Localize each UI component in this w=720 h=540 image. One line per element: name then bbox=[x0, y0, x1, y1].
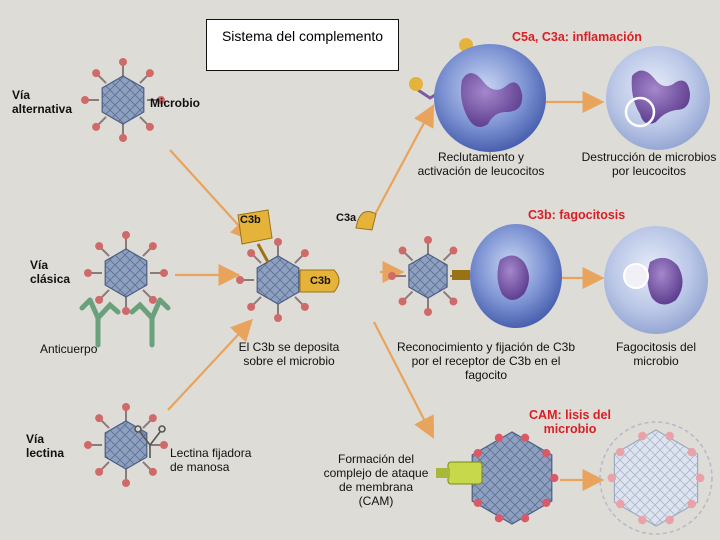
c3b-receptor bbox=[452, 270, 470, 280]
label-antibody: Anticuerpo bbox=[40, 342, 98, 356]
microbe-classical bbox=[84, 231, 168, 315]
page-title: Sistema del complemento bbox=[206, 19, 399, 71]
heading-inflammation: C5a, C3a: inflamación bbox=[512, 30, 642, 44]
c3b-fragment-bound bbox=[299, 269, 340, 293]
c3a-fragment bbox=[355, 211, 377, 231]
label-recognition: Reconocimiento y fijación de C3b por el … bbox=[396, 340, 576, 382]
phagocyte-engulfing bbox=[604, 226, 708, 334]
label-lectin-pathway: Vía lectina bbox=[26, 432, 65, 460]
tag-c3b-top: C3b bbox=[240, 214, 261, 226]
leukocyte-recruited bbox=[434, 44, 546, 152]
leukocyte-destroying bbox=[606, 46, 710, 150]
label-alternative-pathway: Vía alternativa bbox=[12, 88, 73, 116]
arrow-center-to-mac bbox=[373, 321, 435, 439]
label-recruitment: Reclutamiento y activación de leucocitos bbox=[417, 150, 545, 178]
microbe-lysed bbox=[607, 429, 705, 527]
microbe-phago-recognition bbox=[388, 236, 468, 316]
label-classical-pathway: Vía clásica bbox=[30, 258, 71, 286]
arrows bbox=[167, 91, 605, 491]
microbe-alternative bbox=[81, 58, 165, 142]
mannose-lectin bbox=[134, 425, 166, 458]
tag-c3b-bound: C3b bbox=[310, 275, 331, 287]
c3b-fragment-top bbox=[237, 209, 273, 263]
arrow-alt-to-center bbox=[169, 149, 253, 242]
arrow-center-to-inflammation bbox=[371, 104, 435, 221]
heading-lysis: CAM: lisis del microbio bbox=[529, 408, 611, 436]
antibody-right bbox=[129, 297, 171, 348]
c3a-ligand-icon bbox=[409, 77, 423, 91]
antibody-left bbox=[79, 297, 121, 348]
label-c3b-deposit: El C3b se deposita sobre el microbio bbox=[238, 340, 340, 368]
microbes bbox=[81, 58, 705, 527]
microbe-lectin bbox=[84, 403, 168, 487]
label-mac-formation: Formación del complejo de ataque de memb… bbox=[323, 452, 429, 508]
arrow-lectin-to-center bbox=[167, 318, 253, 411]
label-phagocytosis: Fagocitosis del microbio bbox=[615, 340, 697, 368]
label-microbe: Microbio bbox=[150, 96, 200, 110]
label-destruction: Destrucción de microbios por leucocitos bbox=[581, 150, 717, 178]
lysed-microbe-outline bbox=[599, 421, 713, 535]
label-mannose-lectin: Lectina fijadora de manosa bbox=[170, 446, 252, 474]
heading-phagocytosis: C3b: fagocitosis bbox=[528, 208, 626, 222]
tag-c3a: C3a bbox=[336, 212, 357, 224]
mac-complex bbox=[436, 461, 483, 485]
phagocyte-binding bbox=[470, 224, 562, 328]
